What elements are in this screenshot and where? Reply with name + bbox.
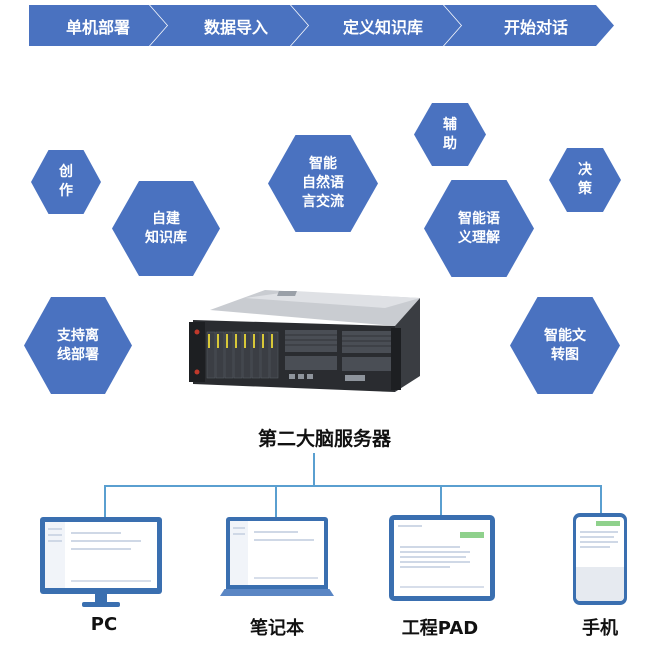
phone-keyboard — [576, 567, 624, 601]
step-chat: 开始对话 — [444, 5, 614, 46]
step-label: 单机部署 — [65, 17, 130, 37]
hex-assist: 辅 助 — [414, 103, 486, 166]
laptop-device — [220, 517, 334, 603]
device-label-pad: 工程PAD — [401, 618, 479, 639]
hex-decision: 决 策 — [549, 148, 621, 212]
server-label: 第二大脑服务器 — [257, 428, 391, 450]
pc-device — [40, 517, 162, 609]
connector-pc — [104, 485, 106, 518]
laptop-screen — [230, 521, 324, 585]
step-import: 数据导入 — [150, 5, 308, 46]
pc-base — [82, 602, 120, 607]
connector-laptop — [275, 485, 277, 518]
phone-device — [573, 513, 627, 605]
hex-label: 决 策 — [578, 162, 592, 197]
server-image — [189, 290, 420, 392]
connector-pad — [440, 485, 442, 518]
step-define-kb: 定义知识库 — [291, 5, 461, 46]
laptop-base — [220, 589, 334, 596]
hex-offline: 支持离 线部署 — [24, 297, 132, 394]
hex-label: 智能文 转图 — [544, 327, 586, 363]
pad-screen — [394, 520, 490, 596]
hex-semantic: 智能语 义理解 — [424, 180, 534, 277]
hex-text-to-image: 智能文 转图 — [510, 297, 620, 394]
device-label-laptop: 笔记本 — [250, 618, 304, 639]
hex-label: 创 作 — [59, 164, 73, 199]
hex-create: 创 作 — [31, 150, 101, 214]
connector-phone — [600, 485, 602, 518]
pad-device — [389, 515, 495, 601]
hex-label: 辅 助 — [443, 116, 457, 152]
hex-own-kb: 自建 知识库 — [112, 181, 220, 276]
hex-label: 智能语 义理解 — [458, 210, 500, 246]
device-label-phone: 手机 — [582, 618, 618, 639]
hex-label: 智能 自然语 言交流 — [302, 156, 344, 210]
pc-stand — [95, 594, 107, 602]
hex-label: 自建 知识库 — [145, 210, 187, 246]
device-label-pc: PC — [90, 614, 118, 635]
hex-label: 支持离 线部署 — [57, 327, 99, 363]
connector-trunk — [313, 453, 315, 486]
step-label: 开始对话 — [503, 17, 568, 37]
step-label: 定义知识库 — [342, 17, 423, 37]
step-deploy: 单机部署 — [29, 5, 167, 46]
phone-screen — [576, 517, 624, 601]
connector-bus — [104, 485, 602, 487]
step-label: 数据导入 — [203, 17, 268, 37]
pc-screen — [45, 522, 157, 588]
hex-nl-chat: 智能 自然语 言交流 — [268, 135, 378, 232]
